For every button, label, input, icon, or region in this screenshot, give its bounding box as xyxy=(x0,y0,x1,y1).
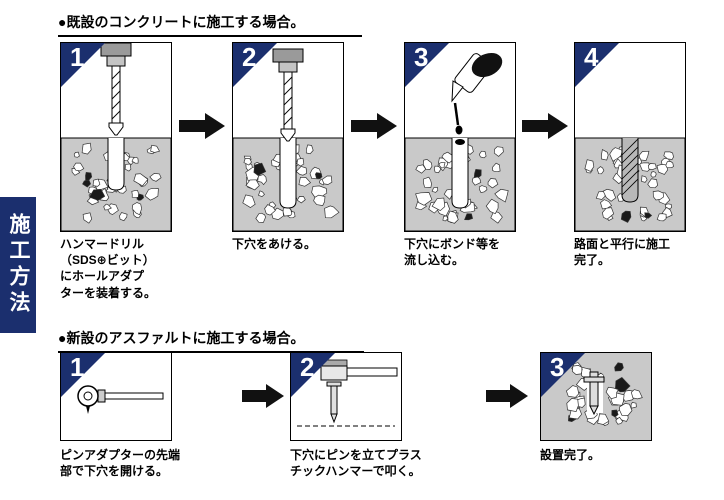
step-box-concrete-1: 1 xyxy=(60,42,172,232)
step-number-badge: 3 xyxy=(405,43,449,87)
step-number-badge: 1 xyxy=(61,353,105,397)
step-number-badge: 2 xyxy=(233,43,277,87)
arrow-right-icon xyxy=(242,384,284,408)
step-number: 1 xyxy=(70,352,85,382)
step-number: 2 xyxy=(300,352,315,382)
step-caption: 下穴にボンド等を 流し込む。 xyxy=(404,237,501,268)
section-header-asphalt: ●新設のアスファルトに施工する場合。 xyxy=(58,328,364,353)
step-box-asphalt-1: 1 xyxy=(60,352,172,441)
step-caption: 路面と平行に施工 完了。 xyxy=(574,237,671,268)
step-number-badge: 3 xyxy=(541,353,585,397)
step-box-concrete-4: 4 xyxy=(574,42,686,232)
step-box-concrete-2: 2 xyxy=(232,42,344,232)
bond-bottle-and-hand xyxy=(451,52,503,145)
step-number: 4 xyxy=(584,42,599,72)
step-caption: 設置完了。 xyxy=(540,448,601,462)
step-number: 3 xyxy=(550,352,565,382)
installed-pin xyxy=(583,371,605,416)
filled-hole xyxy=(621,138,639,203)
arrow-right-icon xyxy=(486,384,528,408)
drill-hole-illustration xyxy=(233,48,343,231)
hammer-drill xyxy=(100,43,132,136)
vertical-title-banner: 施工方法 xyxy=(0,197,36,333)
drill-attach-illustration xyxy=(61,43,171,231)
step-number: 3 xyxy=(414,42,429,72)
vertical-title: 施工方法 xyxy=(7,213,30,317)
step-number: 2 xyxy=(242,42,257,72)
step-caption: 下穴をあける。 xyxy=(232,237,317,251)
pilot-hole xyxy=(279,138,297,209)
step-number-badge: 1 xyxy=(61,43,105,87)
step-caption: ハンマードリル （SDS⊕ビット） にホールアダプ ターを装着する。 xyxy=(60,237,157,300)
step-number: 1 xyxy=(70,42,85,72)
step-caption: ピンアダプターの先端 部で下穴を開ける。 xyxy=(60,448,181,479)
section-header-concrete: ●既設のコンクリートに施工する場合。 xyxy=(58,12,362,37)
step-number-badge: 4 xyxy=(575,43,619,87)
pilot-hole xyxy=(107,138,125,191)
hammer-drill xyxy=(272,48,304,142)
step-box-asphalt-2: 2 xyxy=(290,352,402,441)
arrow-right-icon xyxy=(179,113,225,139)
step-box-concrete-3: 3 xyxy=(404,42,516,232)
pilot-hole xyxy=(451,138,469,209)
step-box-asphalt-3: 3 xyxy=(540,352,652,441)
step-number-badge: 2 xyxy=(291,353,335,397)
completed-surface-illustration xyxy=(575,137,685,231)
step-caption: 下穴にピンを立てプラス チックハンマーで叩く。 xyxy=(290,448,422,479)
arrow-right-icon xyxy=(522,113,568,139)
arrow-right-icon xyxy=(351,113,397,139)
bond-pour-illustration xyxy=(405,52,515,231)
